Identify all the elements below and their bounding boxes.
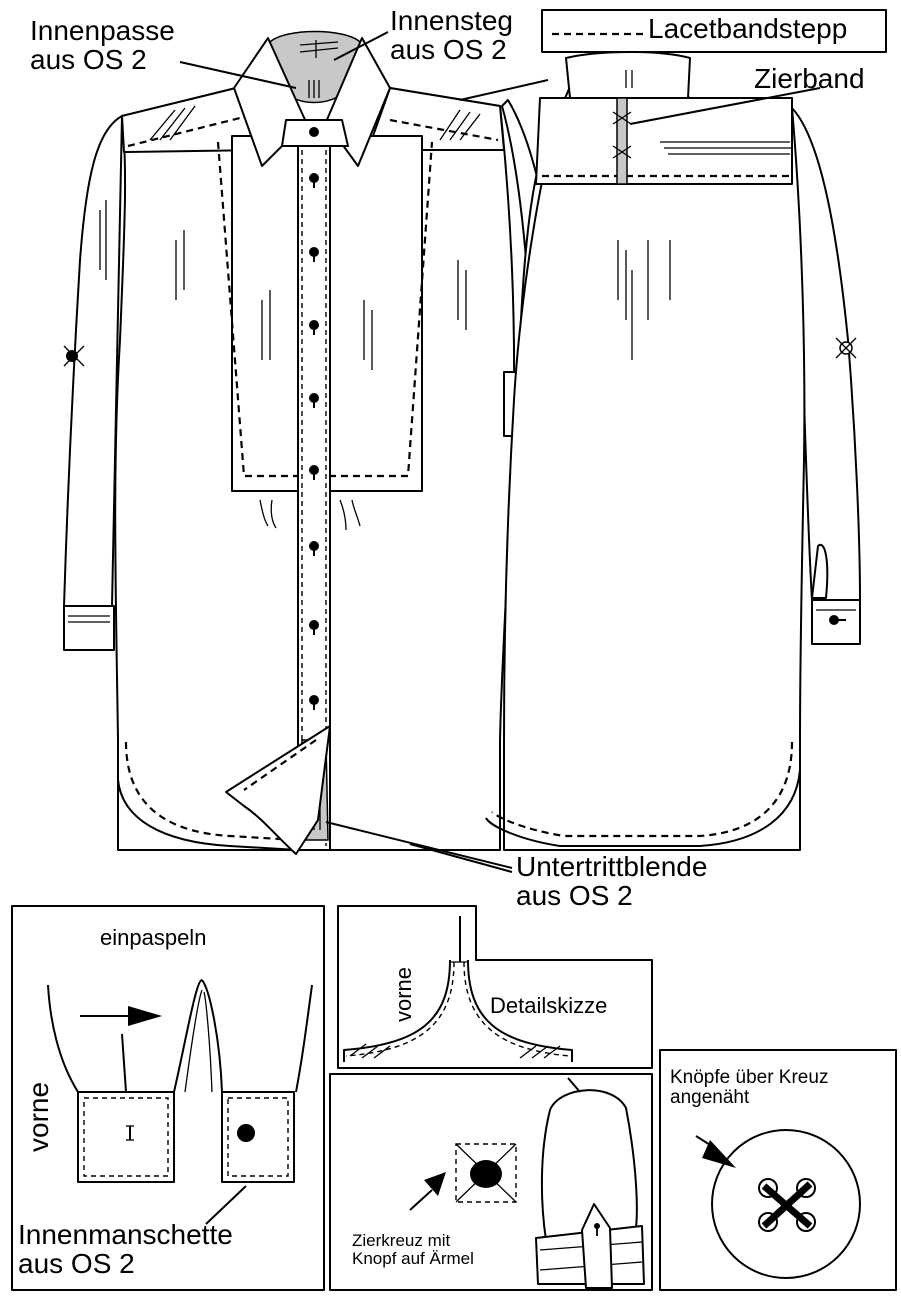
label-zierkreuz-line1: Zierkreuz mit: [352, 1231, 451, 1250]
label-innenpasse-line1: Innenpasse: [30, 15, 175, 46]
label-knoepfe-line2: angenäht: [670, 1086, 750, 1108]
front-view: [63, 30, 571, 855]
back-view: [485, 51, 861, 851]
button-thread-cross-2: [761, 1181, 813, 1229]
label-innenmanschette-line1: Innenmanschette: [18, 1219, 233, 1250]
label-untertrittblende-line2: aus OS 2: [516, 880, 633, 912]
label-detailskizze: Detailskizze: [490, 993, 608, 1018]
sleeve-decor-cross-right: [835, 337, 857, 359]
decor-button: [470, 1160, 502, 1188]
sleeve-decor-cross-left: [63, 345, 85, 367]
label-zierkreuz: Zierkreuz mit Knopf auf Ärmel: [352, 1232, 474, 1268]
rolled-sleeve: [540, 1089, 638, 1241]
placket-buttons: [309, 173, 319, 710]
label-innensteg-line1: Innensteg: [390, 5, 513, 36]
cuff-right-block: [221, 1091, 295, 1183]
leader-lines: [179, 31, 821, 873]
label-innenmanschette: Innenmanschette aus OS 2: [18, 1220, 233, 1279]
front-left-cuff: [63, 605, 115, 651]
label-innensteg-line2: aus OS 2: [390, 34, 507, 66]
back-hem: [485, 740, 801, 847]
label-vorne-cuff: vorne: [23, 1081, 54, 1152]
label-einpaspeln: einpaspeln: [100, 925, 207, 950]
legend-label: Lacetbandstepp: [648, 13, 848, 44]
front-left-sleeve: [63, 115, 123, 607]
collar-button: [309, 127, 319, 137]
cuff-button: [237, 1124, 255, 1142]
panel-cuff: [11, 905, 325, 1291]
hem-detail: [343, 916, 573, 1062]
sleeve-decor-detail: [409, 1077, 645, 1289]
button-detail: [695, 1129, 861, 1279]
legend-box: [541, 9, 887, 53]
back-yoke: [535, 97, 793, 185]
button-arrow-head: [702, 1140, 736, 1168]
panel-sleeve-decor: [329, 1073, 653, 1291]
panel-detail-sketch: [337, 905, 653, 1069]
label-untertrittblende: Untertrittblende aus OS 2: [516, 852, 707, 911]
label-innenmanschette-line2: aus OS 2: [18, 1248, 135, 1280]
back-collar: [565, 51, 691, 104]
label-vorne-detail: vorne: [391, 966, 416, 1022]
label-knoepfe: Knöpfe über Kreuz angenäht: [670, 1068, 828, 1108]
label-innenpasse-line2: aus OS 2: [30, 44, 147, 76]
label-zierkreuz-line2: Knopf auf Ärmel: [352, 1248, 474, 1268]
panel-button: [659, 1049, 897, 1291]
front-hem-fold: [225, 725, 331, 855]
decor-ribbon: [616, 97, 628, 185]
front-hem: [117, 740, 299, 851]
cuff-left-block: [77, 1091, 175, 1183]
label-knoepfe-line1: Knöpfe über Kreuz: [670, 1067, 829, 1088]
label-innensteg: Innensteg aus OS 2: [390, 6, 513, 65]
cuff-detail: [47, 979, 313, 1225]
rolled-sleeve-tab: [581, 1203, 613, 1289]
label-innenpasse: Innenpasse aus OS 2: [30, 16, 175, 75]
label-untertrittblende-line1: Untertrittblende: [516, 851, 708, 882]
label-zierband: Zierband: [754, 63, 865, 94]
einpaspeln-arrow-head: [128, 1006, 162, 1026]
decor-arrow-head: [424, 1172, 446, 1196]
back-cuff-slit: [811, 543, 829, 599]
